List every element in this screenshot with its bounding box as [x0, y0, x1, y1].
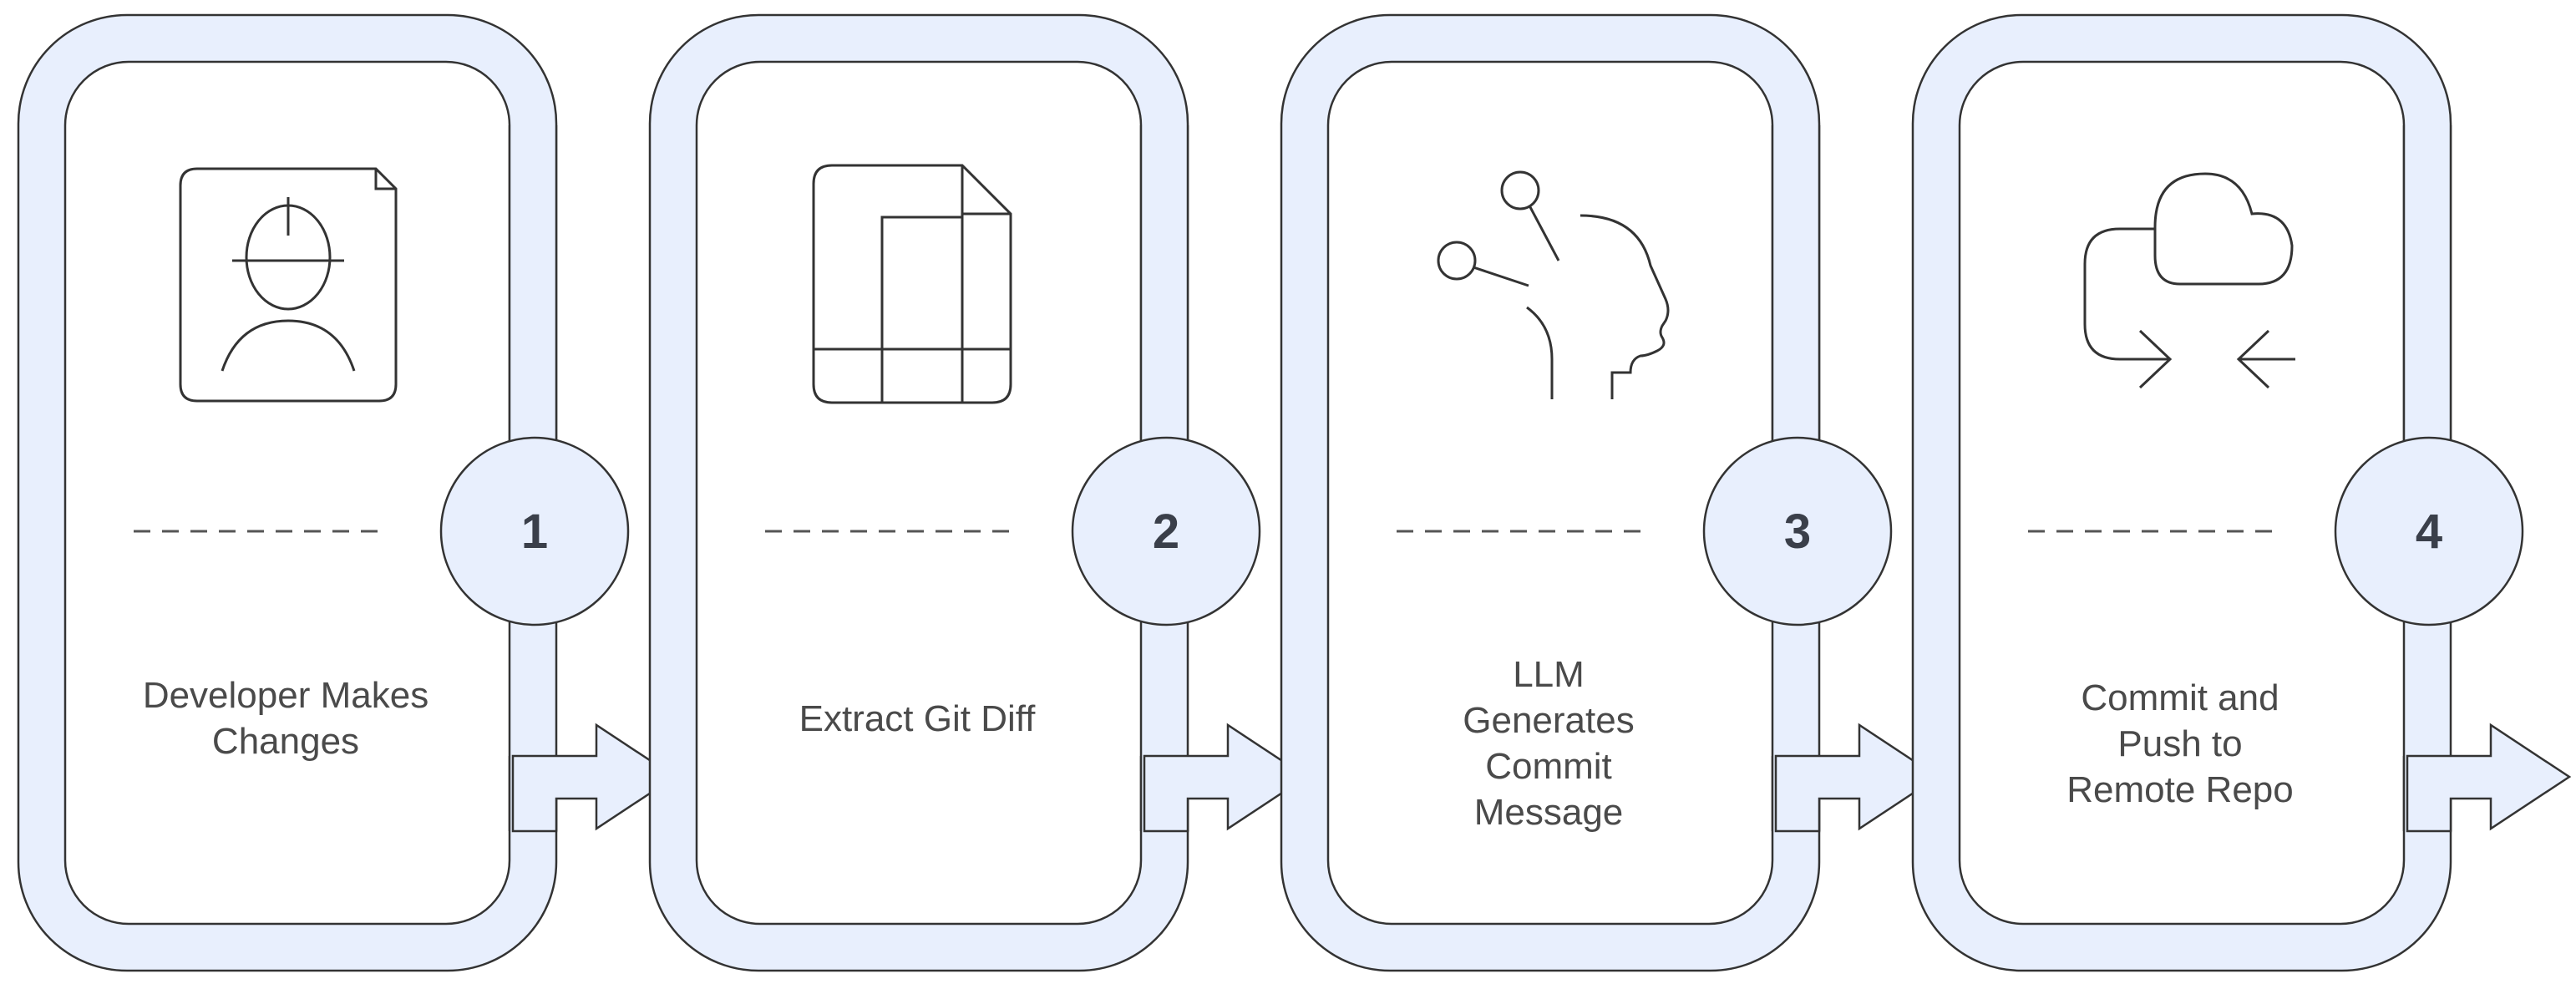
step-3-label: LLM Generates Commit Message — [1463, 654, 1635, 833]
step-1-panel: 1 — [17, 13, 677, 972]
step-2-number: 2 — [1153, 505, 1179, 559]
step-1-number-circle — [439, 436, 630, 626]
step-3-panel: 3 — [1280, 13, 1940, 972]
step-2-number-circle — [1071, 436, 1261, 626]
step-4-panel: 4 — [1911, 13, 2571, 972]
cloud-sync-icon — [2083, 172, 2295, 389]
step-1-label: Developer Makes Changes — [142, 675, 429, 762]
step-2-label: Extract Git Diff — [799, 697, 1036, 739]
step-3-number: 3 — [1784, 505, 1811, 559]
developer-helmet-icon — [179, 167, 398, 403]
step-4-number: 4 — [2416, 505, 2442, 559]
step-1-number: 1 — [521, 505, 548, 559]
step-4-number-circle — [2334, 436, 2524, 626]
spreadsheet-document-icon — [812, 164, 1012, 404]
step-2-panel: 2 — [648, 13, 1308, 972]
ai-head-icon — [1437, 170, 1670, 399]
step-3-number-circle — [1702, 436, 1893, 626]
step-4-label: Commit and Push to Remote Repo — [2066, 677, 2294, 810]
